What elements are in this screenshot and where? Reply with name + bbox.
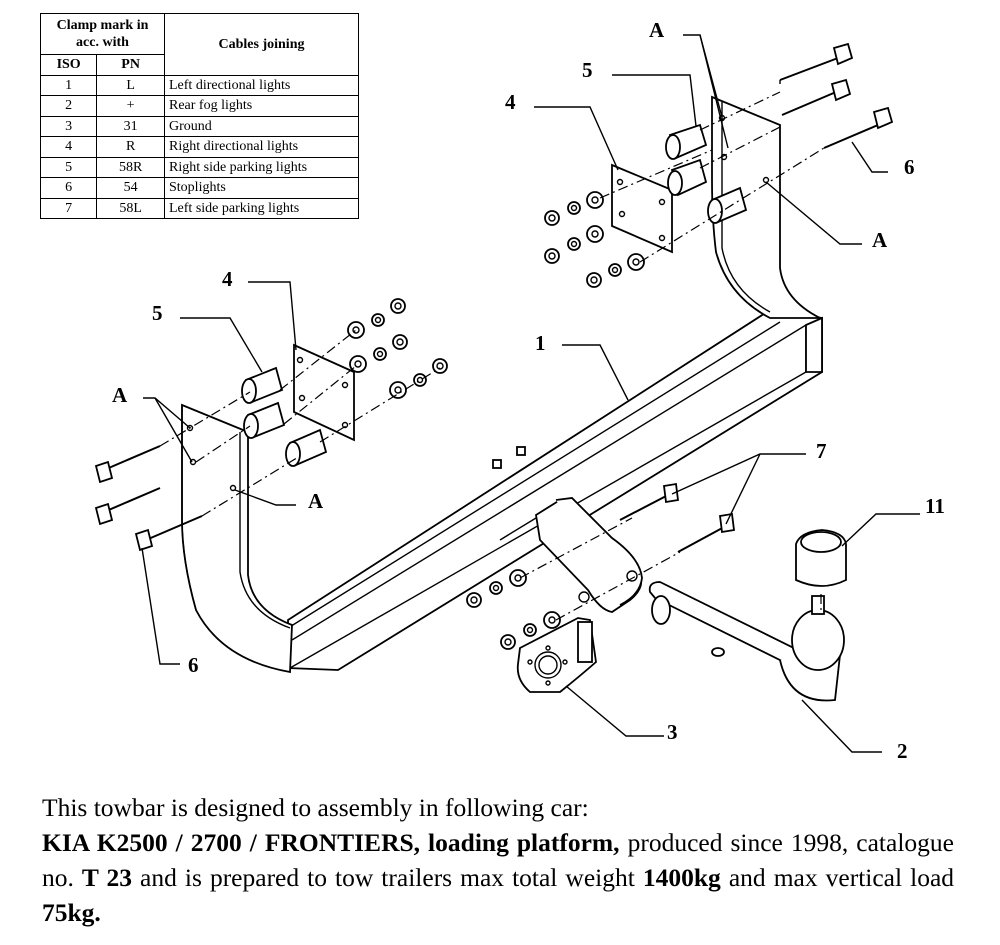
cell-iso: 3 bbox=[39, 115, 98, 137]
top-nuts-washers bbox=[544, 191, 645, 288]
header-clamp-mark: Clamp mark in acc. with bbox=[40, 13, 165, 55]
right-side-bracket bbox=[711, 95, 821, 319]
label-11: 11 bbox=[925, 494, 945, 518]
table-row: 2 + Rear fog lights bbox=[39, 95, 359, 117]
max-vertical-load: 75kg. bbox=[42, 898, 101, 927]
header-pn: PN bbox=[96, 54, 165, 76]
cell-iso: 6 bbox=[39, 177, 98, 199]
table-row: 4 R Right directional lights bbox=[39, 136, 359, 158]
cell-pn: 31 bbox=[96, 115, 165, 137]
clamp-mark-table: Clamp mark in acc. with Cables joining I… bbox=[39, 13, 359, 219]
cell-pn: R bbox=[96, 136, 165, 158]
left-side-bracket bbox=[181, 403, 293, 674]
cell-desc: Right directional lights bbox=[164, 136, 359, 158]
table-row: 6 54 Stoplights bbox=[39, 177, 359, 199]
cell-iso: 5 bbox=[39, 156, 98, 178]
cell-pn: 58L bbox=[96, 197, 165, 219]
label-6-bottom: 6 bbox=[188, 653, 199, 677]
assembly-axes bbox=[159, 91, 825, 621]
cell-iso: 7 bbox=[39, 197, 98, 219]
label-2: 2 bbox=[897, 739, 908, 763]
cell-pn: L bbox=[96, 74, 165, 96]
cell-iso: 4 bbox=[39, 136, 98, 158]
label-a-mid: A bbox=[308, 489, 324, 513]
left-spacers bbox=[241, 366, 328, 467]
bar-stud bbox=[516, 446, 526, 456]
label-7: 7 bbox=[816, 439, 827, 463]
caption: This towbar is designed to assembly in f… bbox=[42, 790, 954, 930]
top-spacers bbox=[665, 123, 748, 224]
header-iso: ISO bbox=[39, 54, 98, 76]
table-row: 3 31 Ground bbox=[39, 115, 359, 137]
header-cables-joining: Cables joining bbox=[164, 13, 359, 76]
ball-cap-part bbox=[795, 529, 847, 587]
catalogue-number: T 23 bbox=[81, 863, 133, 892]
label-a-top: A bbox=[649, 18, 665, 42]
cell-desc: Left directional lights bbox=[164, 74, 359, 96]
car-model: KIA K2500 / 2700 / FRONTIERS, loading pl… bbox=[42, 828, 620, 857]
center-nuts-washers bbox=[466, 569, 561, 650]
socket-plate-part bbox=[516, 617, 597, 693]
table-row: 7 58L Left side parking lights bbox=[39, 197, 359, 219]
cell-iso: 2 bbox=[39, 95, 98, 117]
cell-desc: Rear fog lights bbox=[164, 95, 359, 117]
cell-desc: Ground bbox=[164, 115, 359, 137]
label-4-top: 4 bbox=[505, 90, 516, 114]
cell-desc: Stoplights bbox=[164, 177, 359, 199]
max-weight: 1400kg bbox=[642, 863, 721, 892]
produced-since-text: produced since 1998, catalogue no. bbox=[42, 828, 954, 892]
cell-pn: 54 bbox=[96, 177, 165, 199]
label-3: 3 bbox=[667, 720, 678, 744]
leader-lines bbox=[141, 34, 920, 753]
cell-iso: 1 bbox=[39, 74, 98, 96]
caption-line1: This towbar is designed to assembly in f… bbox=[42, 793, 589, 822]
label-5-left: 5 bbox=[152, 301, 163, 325]
label-4-left: 4 bbox=[222, 267, 233, 291]
label-5-top: 5 bbox=[582, 58, 593, 82]
bar-stud bbox=[492, 459, 502, 469]
label-6-top: 6 bbox=[904, 155, 915, 179]
cell-desc: Right side parking lights bbox=[164, 156, 359, 178]
tow-ball-shaft-part bbox=[648, 581, 845, 702]
label-1: 1 bbox=[535, 331, 546, 355]
top-bolts bbox=[779, 42, 894, 149]
max-vertical-text: and max vertical load bbox=[720, 863, 955, 892]
ball-mount-flanges bbox=[499, 497, 643, 613]
table-row: 1 L Left directional lights bbox=[39, 74, 359, 96]
cell-pn: 58R bbox=[96, 156, 165, 178]
top-mounting-plate bbox=[611, 163, 673, 254]
left-nuts-washers bbox=[347, 298, 448, 399]
cell-desc: Left side parking lights bbox=[164, 197, 359, 219]
caption-body: KIA K2500 / 2700 / FRONTIERS, loading pl… bbox=[42, 825, 954, 930]
prepared-text: and is prepared to tow trailers max tota… bbox=[132, 863, 643, 892]
left-mounting-plate bbox=[293, 343, 355, 442]
ball-mount-bolts bbox=[619, 482, 736, 553]
cell-pn: + bbox=[96, 95, 165, 117]
left-bolts bbox=[94, 445, 203, 552]
label-a-left: A bbox=[112, 383, 128, 407]
label-a-right: A bbox=[872, 228, 888, 252]
table-row: 5 58R Right side parking lights bbox=[39, 156, 359, 178]
